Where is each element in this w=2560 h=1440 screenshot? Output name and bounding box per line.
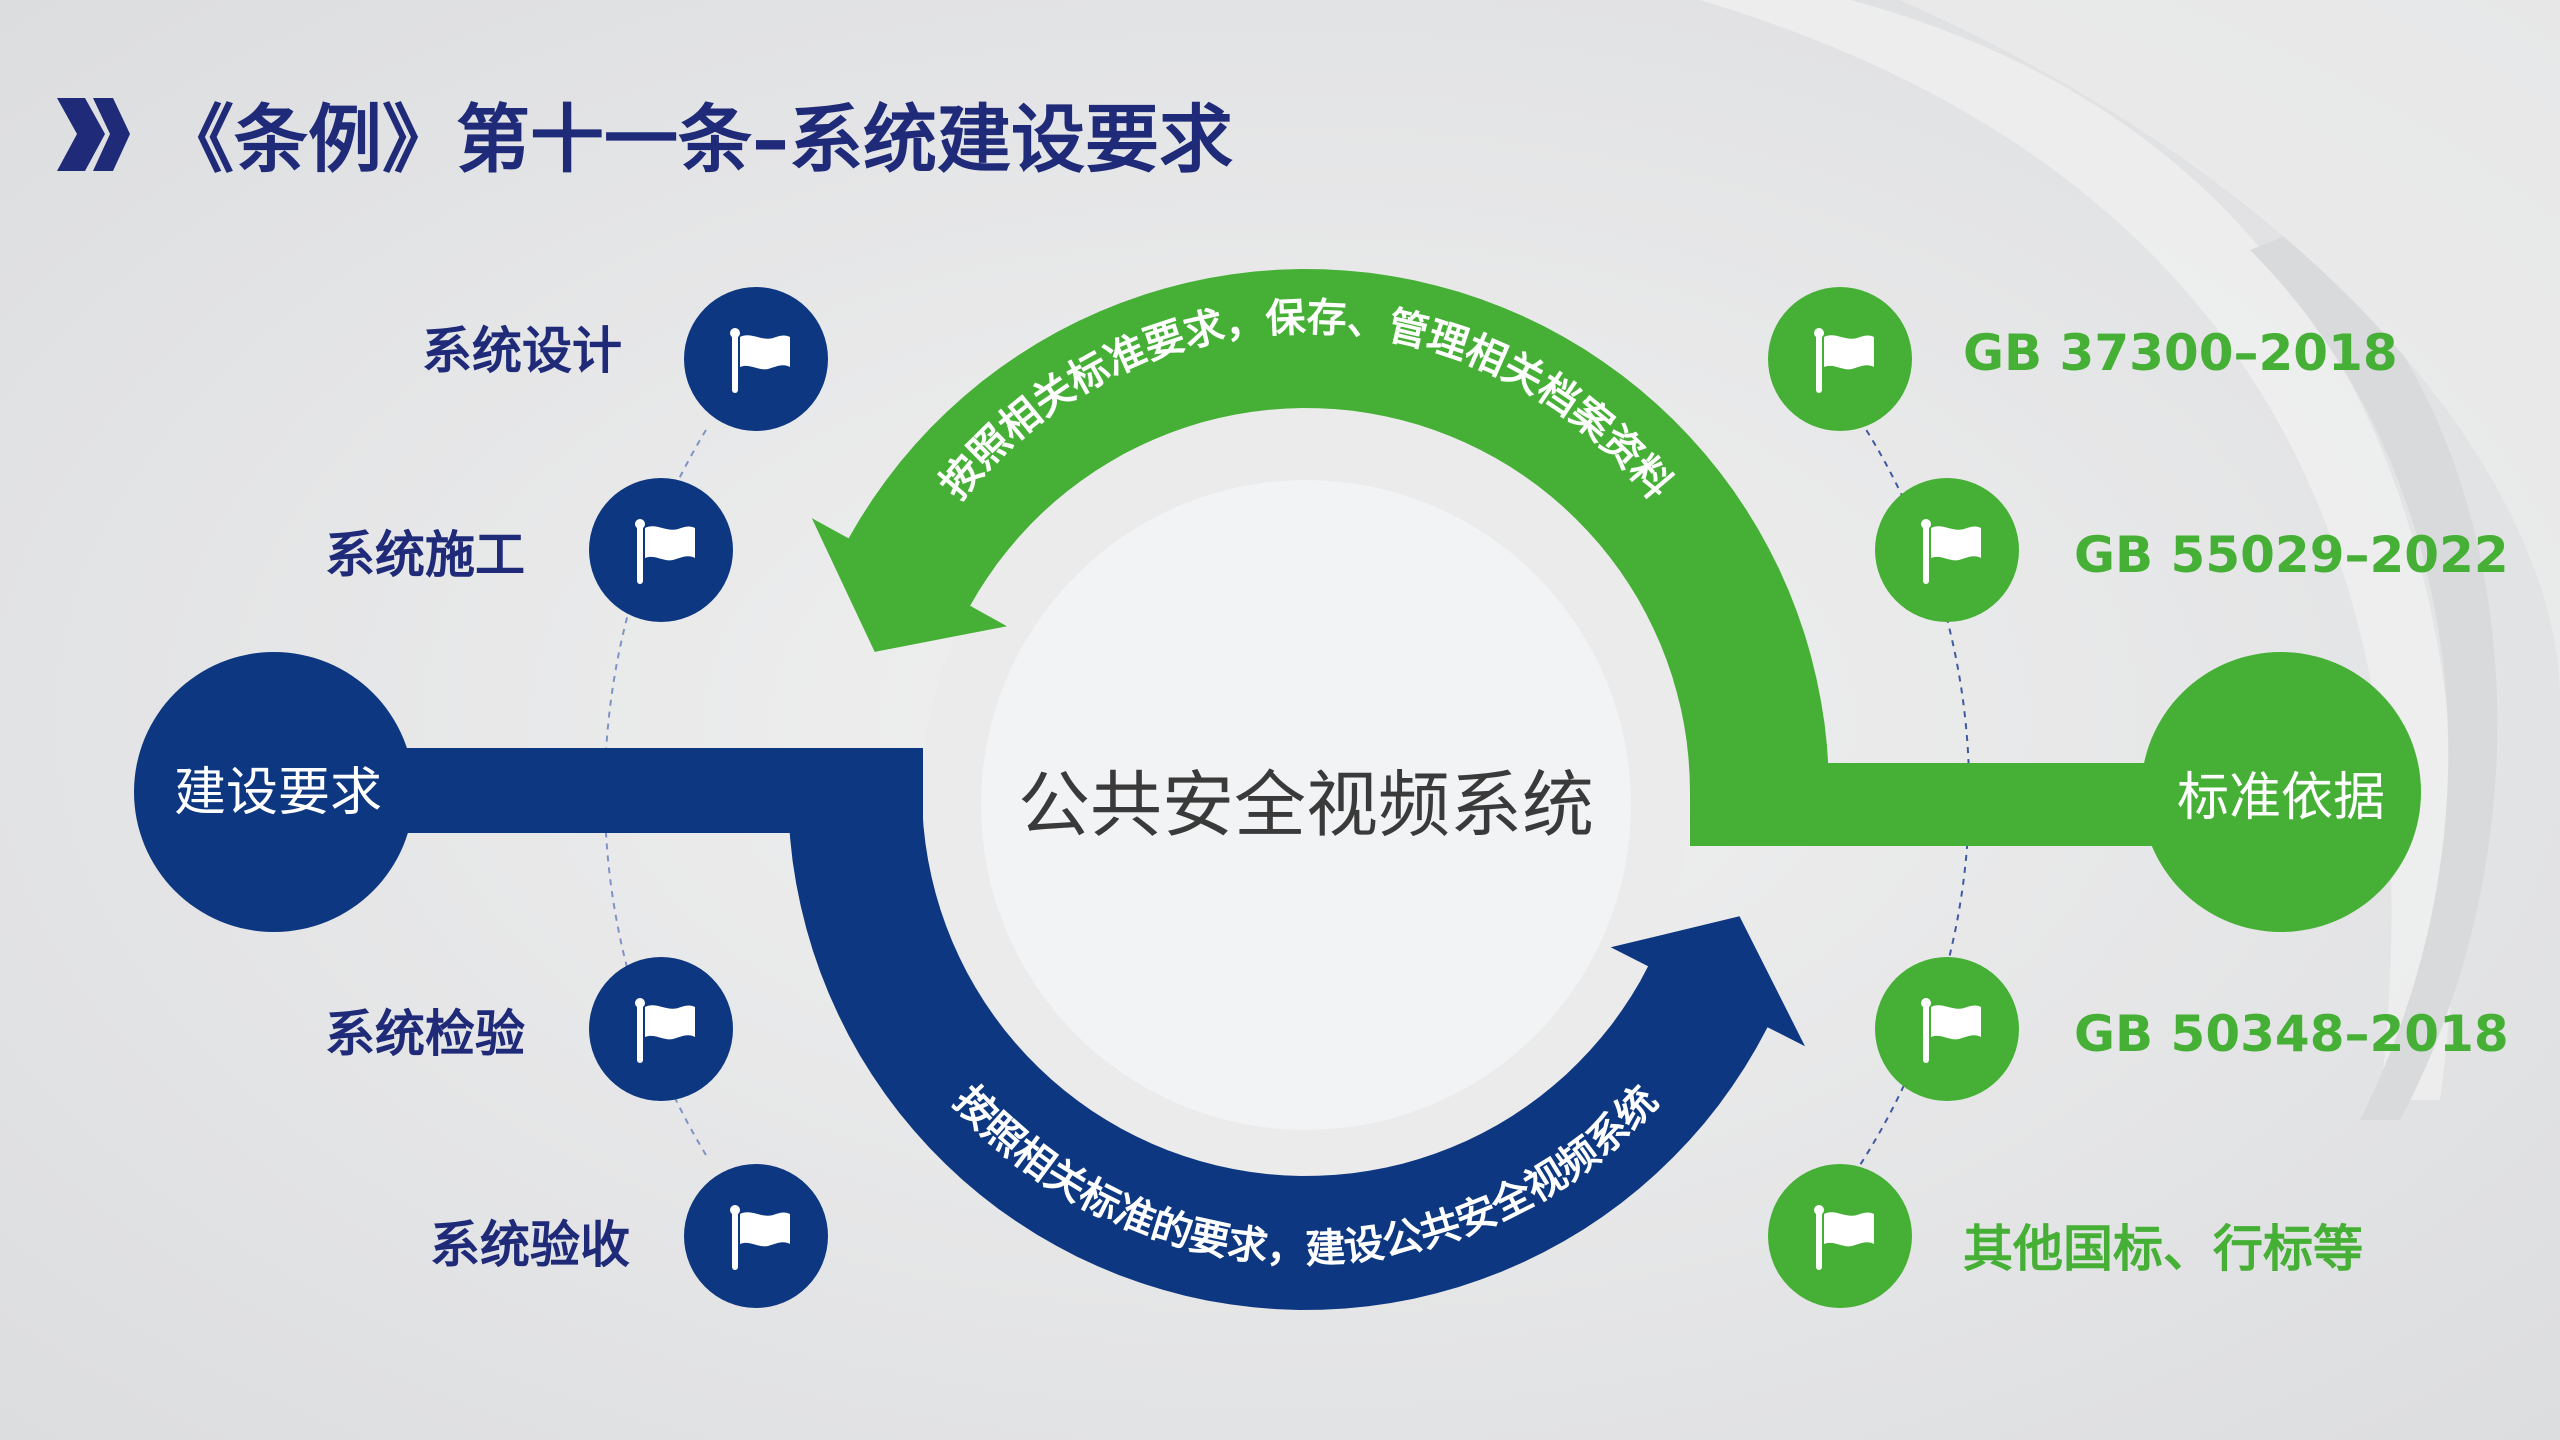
right-item-label: GB 37300–2018 <box>1963 324 2398 382</box>
left-item-label: 系统设计 <box>422 322 622 380</box>
right-item-label: GB 55029–2022 <box>2074 526 2509 584</box>
left-item-label: 系统施工 <box>325 526 525 584</box>
flag-node <box>1768 1164 1912 1308</box>
right-item-label: 其他国标、行标等 <box>1963 1220 2363 1278</box>
flag-icon <box>730 328 790 393</box>
flag-node <box>589 478 733 622</box>
flag-icon <box>635 998 695 1063</box>
background-swooshes <box>1700 0 2560 1120</box>
flag-icon <box>1921 998 1981 1063</box>
left-item-label: 系统检验 <box>325 1005 525 1063</box>
flag-icon <box>635 519 695 584</box>
flag-node <box>684 287 828 431</box>
title-chevron-icon <box>57 98 130 171</box>
blue-arrow-arc <box>788 792 1805 1310</box>
flag-icon <box>730 1205 790 1270</box>
flag-node <box>1768 287 1912 431</box>
page-title: 《条例》第十一条–系统建设要求 <box>160 97 1233 183</box>
left-item-label: 系统验收 <box>430 1216 630 1274</box>
flag-icon <box>1814 1205 1874 1270</box>
right-item-label: GB 50348–2018 <box>2074 1005 2509 1063</box>
flag-icon <box>1814 328 1874 393</box>
flag-icon <box>1921 519 1981 584</box>
flag-node <box>1875 478 2019 622</box>
green-arrow-arc <box>811 269 1829 792</box>
flag-node <box>589 957 733 1101</box>
flag-node <box>684 1164 828 1308</box>
center-title: 公共安全视频系统 <box>1018 763 1594 847</box>
hub-construction-requirements: 建设要求 <box>134 652 414 932</box>
hub-standard-basis: 标准依据 <box>2141 652 2421 932</box>
hub-label: 建设要求 <box>174 763 382 823</box>
center-circle <box>981 480 1631 1130</box>
hub-label: 标准依据 <box>2177 768 2385 828</box>
flag-node <box>1875 957 2019 1101</box>
